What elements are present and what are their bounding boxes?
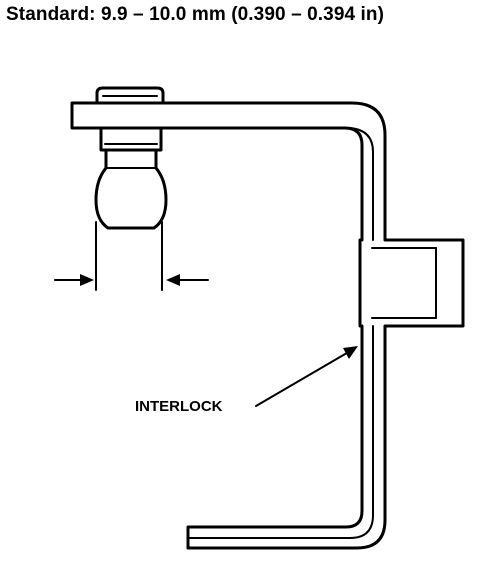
interlock-leader-arrowhead <box>343 346 358 359</box>
pin-ball <box>94 148 168 230</box>
dimension-arrowhead-left <box>80 274 94 286</box>
pin-collar <box>99 126 163 152</box>
standard-spec-text: Standard: 9.9 – 10.0 mm (0.390 – 0.394 i… <box>6 4 385 25</box>
dimension-arrowhead-right <box>166 274 180 286</box>
interlock-inner-edge <box>189 127 374 539</box>
interlock-outer-edge <box>70 101 465 550</box>
interlock-leader-line <box>255 349 353 407</box>
interlock-label: INTERLOCK <box>135 398 223 415</box>
pin-head <box>95 86 165 105</box>
